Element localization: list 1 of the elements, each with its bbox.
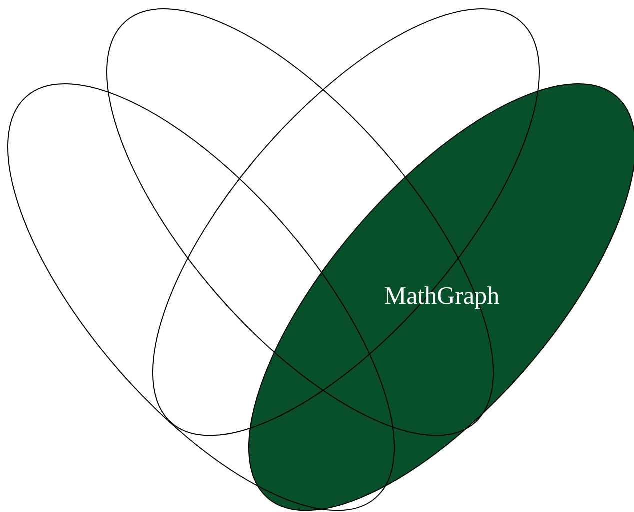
- set-label: MathGraph: [384, 282, 500, 311]
